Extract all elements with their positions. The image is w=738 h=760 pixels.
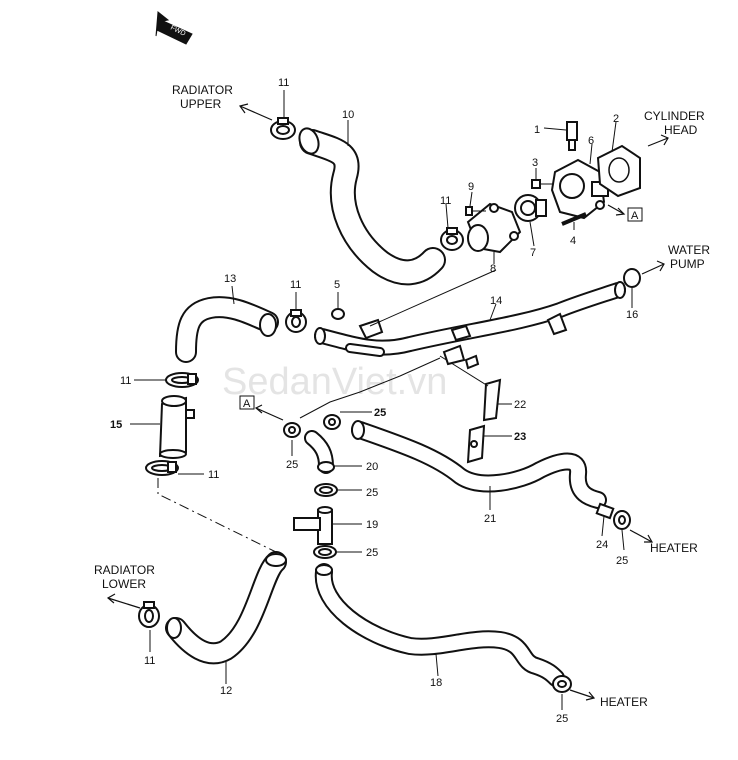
- callout-25: 25: [366, 487, 378, 499]
- callout-25: 25: [366, 547, 378, 559]
- callout-24: 24: [596, 539, 608, 551]
- clamp-25-top: [323, 414, 341, 430]
- fwd-arrow-icon: FWD: [155, 11, 193, 45]
- water-pipe-14: [314, 281, 626, 357]
- bolt-5: [331, 308, 345, 320]
- callout-18: 18: [430, 677, 442, 689]
- callout-25: 25: [616, 555, 628, 567]
- hose-18: [314, 563, 565, 687]
- callout-12: 12: [220, 685, 232, 697]
- dest-heater-2: HEATER: [600, 695, 648, 709]
- callout-25: 25: [374, 407, 386, 419]
- callout-15: 15: [110, 419, 122, 431]
- bolt-9: [465, 206, 486, 216]
- leader-lines: [130, 90, 633, 710]
- watermark: SedanViet.vn: [222, 361, 447, 403]
- callout-20: 20: [366, 461, 378, 473]
- dest-radiator-upper-line2: UPPER: [180, 97, 222, 111]
- clamp-11-left-lower: [145, 460, 179, 476]
- callout-25: 25: [286, 459, 298, 471]
- callout-7: 7: [530, 247, 536, 259]
- dest-heater-1: HEATER: [650, 541, 698, 555]
- ref-box-a-lower: A: [239, 357, 441, 421]
- dest-radiator-upper-line1: RADIATOR: [172, 83, 233, 97]
- callout-11: 11: [290, 279, 301, 291]
- hose-21: [351, 420, 607, 509]
- o-ring-16: [623, 268, 641, 288]
- thermostat-7: [514, 194, 547, 222]
- callout-11: 11: [278, 77, 289, 89]
- callout-14: 14: [490, 295, 502, 307]
- callout-4: 4: [570, 235, 576, 247]
- callout-23: 23: [514, 431, 526, 443]
- clamp-11-radiator-lower: [138, 601, 160, 628]
- arrow-radiator-upper: [238, 103, 273, 121]
- callout-5: 5: [334, 279, 340, 291]
- dest-radiator-lower-line1: RADIATOR: [94, 563, 155, 577]
- dest-radiator-lower-line2: LOWER: [102, 577, 146, 591]
- arrow-radiator-lower: [106, 593, 141, 609]
- callout-6: 6: [588, 135, 594, 147]
- thermostat-cap-8: [466, 202, 522, 254]
- pipe-24: [595, 502, 615, 520]
- dest-cylinder-head-line1: CYLINDER: [644, 109, 705, 123]
- callout-13: 13: [224, 273, 236, 285]
- callout-25: 25: [556, 713, 568, 725]
- callout-11: 11: [144, 655, 155, 667]
- clamp-25-low: [313, 545, 337, 559]
- callout-2: 2: [613, 113, 619, 125]
- dest-water-pump-line1: WATER: [668, 243, 710, 257]
- callout-8: 8: [490, 263, 496, 275]
- callout-21: 21: [484, 513, 496, 525]
- stud-4: [561, 212, 587, 226]
- callout-11: 11: [440, 195, 451, 207]
- callout-11: 11: [208, 469, 219, 481]
- clip-23: [466, 424, 486, 464]
- arrow-heater-1: [629, 529, 654, 543]
- callout-10: 10: [342, 109, 354, 121]
- hose-12: [165, 551, 287, 665]
- clamp-11-hose13: [285, 309, 307, 333]
- clamp-25-a: [283, 422, 301, 438]
- callout-19: 19: [366, 519, 378, 531]
- clamp-11-upper: [270, 117, 296, 140]
- pipe-15: [158, 395, 195, 459]
- svg-text:A: A: [631, 210, 639, 222]
- dest-water-pump-line2: PUMP: [670, 257, 705, 271]
- ref-box-a-upper: A: [607, 204, 643, 222]
- arrow-cylinder-head: [647, 134, 669, 147]
- callout-9: 9: [468, 181, 474, 193]
- bracket-14-clip: [442, 344, 480, 370]
- callout-11: 11: [120, 375, 131, 387]
- arrow-water-pump: [641, 260, 665, 275]
- bolt-3: [531, 179, 554, 189]
- centerline-15-12: [157, 478, 277, 553]
- arrow-heater-2: [569, 689, 596, 701]
- callout-3: 3: [532, 157, 538, 169]
- clamp-25-heater-2: [552, 675, 572, 693]
- callout-1: 1: [534, 124, 540, 136]
- dest-cylinder-head-line2: HEAD: [664, 123, 698, 137]
- temp-sensor-1: [566, 121, 578, 151]
- clamp-11-thermo: [440, 227, 464, 251]
- callout-16: 16: [626, 309, 638, 321]
- callout-22: 22: [514, 399, 526, 411]
- hose-10: [298, 127, 446, 286]
- joint-19: [293, 506, 333, 545]
- clamp-11-left-upper: [165, 372, 199, 388]
- gasket-2: [596, 144, 641, 198]
- hose-20: [304, 430, 335, 474]
- clamp-25-mid: [314, 483, 338, 497]
- hose-13: [175, 296, 279, 363]
- clamp-25-heater-1: [613, 510, 631, 530]
- svg-text:A: A: [243, 398, 251, 410]
